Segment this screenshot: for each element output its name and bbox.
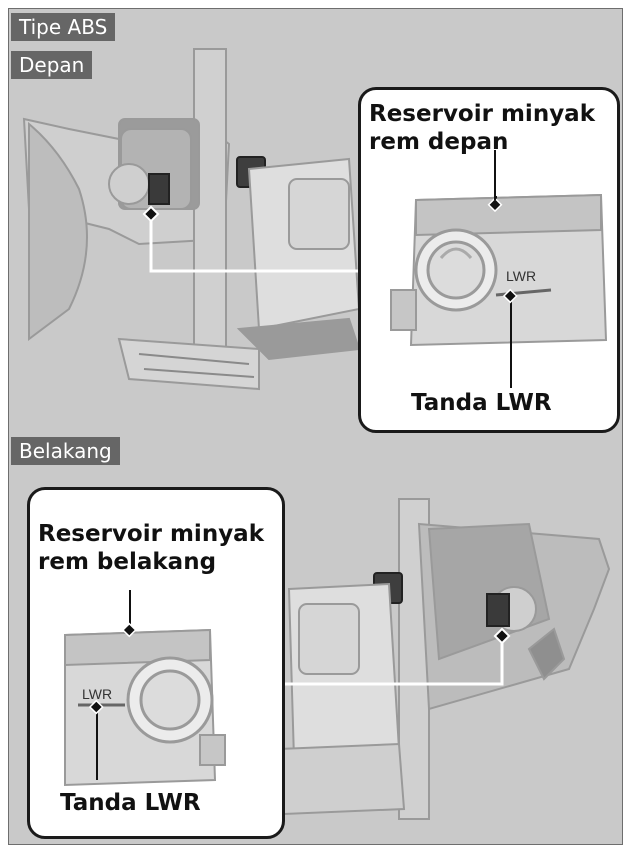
leader-dots: [142, 205, 511, 645]
front-reservoir-inset: Reservoir minyak rem depan LWR Tanda LWR: [358, 87, 620, 433]
rear-reservoir-inset: Reservoir minyak rem belakang LWR Tanda …: [27, 487, 285, 839]
front-lwr-engraving: LWR: [506, 268, 537, 284]
rear-tag: Belakang: [11, 437, 120, 465]
front-inset-title-line2: rem depan: [369, 129, 509, 155]
rear-lwr-engraving: LWR: [82, 686, 113, 702]
illustration-frame: Tipe ABS Depan Belakang Reservoir minyak…: [8, 8, 623, 845]
type-tag: Tipe ABS: [11, 13, 116, 41]
handlebar-illustration: [22, 48, 611, 820]
rear-handlebar-drawing: [277, 498, 611, 820]
leader-lines: [149, 214, 504, 686]
front-inset-title-line1: Reservoir minyak: [369, 101, 596, 127]
front-reservoir-drawing: [390, 150, 608, 388]
rear-lwr-callout: Tanda LWR: [60, 790, 201, 816]
front-tag: Depan: [11, 51, 93, 79]
front-handlebar-drawing: [22, 48, 361, 391]
front-lwr-callout: Tanda LWR: [411, 390, 552, 416]
rear-inset-title-line1: Reservoir minyak: [38, 521, 265, 547]
rear-inset-title-line2: rem belakang: [38, 549, 217, 575]
rear-reservoir-drawing: [64, 590, 226, 787]
